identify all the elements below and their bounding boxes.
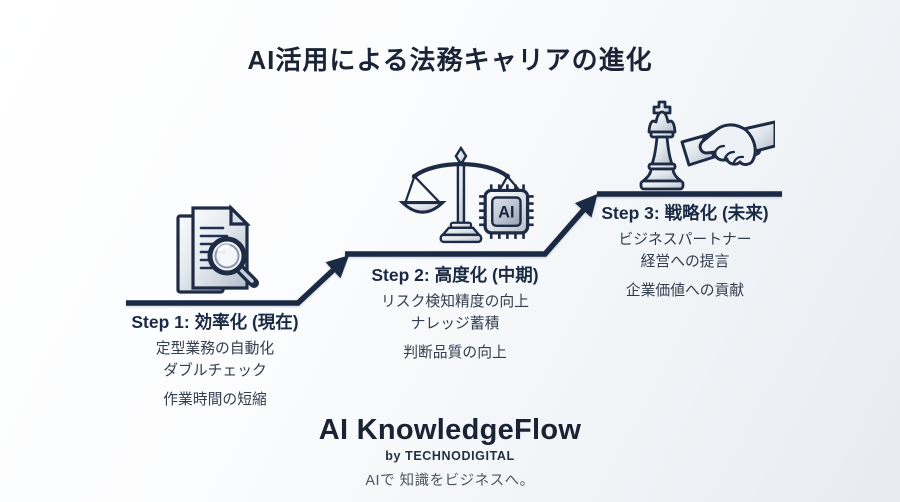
page-title: AI活用による法務キャリアの進化 — [247, 45, 653, 75]
step-1-item: ダブルチェック — [163, 362, 267, 379]
step-3-block: Step 3: 戦略化 (未来) ビジネスパートナー 経営への提言 企業価値への… — [570, 200, 800, 303]
step-3-item: 企業価値への貢献 — [625, 282, 745, 299]
handshake — [680, 120, 775, 167]
document-magnifier-icon — [176, 204, 259, 294]
scales-ai-chip-icon: AI — [398, 146, 534, 244]
chess-king — [639, 100, 685, 191]
brand-tagline: AIで 知識をビジネスへ。 — [365, 473, 535, 489]
step-3-label: Step 3: 戦略化 (未来) — [601, 203, 769, 223]
ai-chip: AI — [479, 184, 534, 239]
step-1-label: Step 1: 効率化 (現在) — [131, 312, 299, 332]
step-2-item: 判断品質の向上 — [403, 344, 507, 361]
magnifier-glass — [207, 236, 259, 288]
step-3-item: ビジネスパートナー — [618, 232, 752, 248]
chip-label: AI — [498, 204, 514, 222]
brand-logo-text: AI KnowledgeFlow — [318, 414, 582, 446]
step-1-item: 定型業務の自動化 — [155, 341, 275, 357]
step-1-item: 作業時間の短縮 — [163, 391, 267, 408]
step-2-block: Step 2: 高度化 (中期) リスク検知精度の向上 ナレッジ蓄積 判断品質の… — [340, 262, 570, 365]
step-2-item: ナレッジ蓄積 — [410, 315, 500, 332]
scales — [398, 146, 521, 244]
brand-byline: by TECHNODIGITAL — [385, 449, 515, 463]
footer-brand-block: AI KnowledgeFlow by TECHNODIGITAL AIで 知識… — [0, 414, 900, 490]
step-2-item: リスク検知精度の向上 — [381, 294, 529, 310]
step-3-item: 経営への提言 — [640, 253, 730, 270]
step-1-block: Step 1: 効率化 (現在) 定型業務の自動化 ダブルチェック 作業時間の短… — [100, 309, 330, 412]
chess-king-handshake-icon — [639, 100, 775, 191]
step-2-label: Step 2: 高度化 (中期) — [371, 265, 539, 285]
